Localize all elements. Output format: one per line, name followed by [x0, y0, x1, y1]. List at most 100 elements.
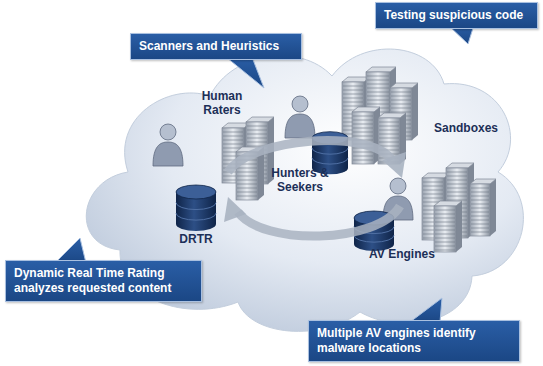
- rack-slot: [237, 196, 257, 197]
- cloud-label: Sandboxes: [426, 121, 506, 135]
- rack-slot: [367, 96, 389, 97]
- rack-slot: [447, 200, 467, 201]
- rack-slot: [353, 160, 373, 161]
- rack-slot: [379, 138, 399, 139]
- rack-slot: [237, 188, 257, 189]
- rack-slot: [471, 196, 489, 197]
- rack-slot: [423, 182, 443, 183]
- rack-front: [352, 112, 374, 164]
- rack-slot: [247, 134, 267, 135]
- rack-slot: [471, 204, 489, 205]
- rack-slot: [435, 250, 455, 251]
- rack-slot: [353, 124, 373, 125]
- db-ring: [354, 235, 394, 242]
- rack-slot: [447, 172, 467, 173]
- rack-slot: [353, 120, 373, 121]
- rack-slot: [435, 230, 455, 231]
- cycle-arrow: [238, 206, 400, 236]
- rack-slot: [237, 192, 257, 193]
- rack-slot: [353, 128, 373, 129]
- callout-box: Testing suspicious code: [375, 2, 538, 29]
- rack-slot: [343, 94, 363, 95]
- server-rack: [434, 201, 462, 252]
- rack-slot: [237, 184, 257, 185]
- db-ring: [176, 213, 216, 220]
- rack-slot: [379, 122, 399, 123]
- rack-slot: [247, 142, 267, 143]
- cycle-arrowheads: [224, 152, 406, 222]
- rack-slot: [343, 98, 363, 99]
- callout-box: Multiple AV engines identify malware loc…: [308, 320, 520, 362]
- db-ring: [312, 148, 348, 154]
- rack-slot: [247, 130, 267, 131]
- rack-slot: [447, 180, 467, 181]
- rack-slot: [391, 100, 411, 101]
- rack-slot: [447, 176, 467, 177]
- rack-slot: [423, 198, 443, 199]
- rack-slot: [471, 200, 489, 201]
- db-ring: [176, 203, 216, 210]
- db-top: [176, 185, 216, 199]
- rack-slot: [435, 210, 455, 211]
- person-head: [390, 178, 406, 194]
- rack-side: [412, 83, 418, 140]
- arrowhead: [382, 152, 406, 178]
- rack-slot: [367, 76, 389, 77]
- rack-slot: [471, 188, 489, 189]
- cloud-label: Human Raters: [194, 89, 250, 117]
- rack-slot: [367, 84, 389, 85]
- rack-slot: [247, 126, 267, 127]
- rack-slot: [237, 168, 257, 169]
- rack-slot: [435, 214, 455, 215]
- rack-slot: [435, 246, 455, 247]
- cloud-label: AV Engines: [362, 247, 442, 261]
- database-cylinder: [176, 185, 216, 231]
- rack-slot: [223, 132, 243, 133]
- rack-slot: [237, 176, 257, 177]
- rack-slot: [379, 142, 399, 143]
- rack-slot: [471, 224, 489, 225]
- person-head: [292, 96, 308, 112]
- rack-slot: [247, 138, 267, 139]
- rack-slot: [447, 196, 467, 197]
- callout-box: Dynamic Real Time Rating analyzes reques…: [5, 260, 202, 302]
- rack-slot: [471, 220, 489, 221]
- rack-slot: [343, 86, 363, 87]
- callout-text: Multiple AV engines identify malware loc…: [317, 326, 511, 356]
- cloud-label: Hunters & Seekers: [265, 166, 335, 194]
- rack-slot: [367, 88, 389, 89]
- callout-text: Testing suspicious code: [384, 8, 529, 23]
- rack-slot: [391, 96, 411, 97]
- rack-slot: [435, 226, 455, 227]
- rack-slot: [423, 194, 443, 195]
- rack-slot: [367, 104, 389, 105]
- rack-side: [456, 201, 462, 252]
- rack-slot: [223, 144, 243, 145]
- rack-slot: [471, 228, 489, 229]
- rack-slot: [379, 126, 399, 127]
- servers-and-people: [153, 67, 496, 252]
- rack-slot: [471, 216, 489, 217]
- rack-slot: [391, 108, 411, 109]
- rack-slot: [435, 218, 455, 219]
- rack-slot: [343, 102, 363, 103]
- rack-slot: [423, 186, 443, 187]
- arrowhead: [224, 197, 246, 222]
- rack-slot: [447, 188, 467, 189]
- rack-slot: [353, 116, 373, 117]
- rack-slot: [353, 156, 373, 157]
- cloud-label: DRTR: [166, 232, 226, 246]
- person-body: [285, 114, 315, 138]
- rack-slot: [379, 134, 399, 135]
- rack-slot: [367, 100, 389, 101]
- rack-slot: [353, 132, 373, 133]
- rack-slot: [423, 190, 443, 191]
- rack-slot: [379, 130, 399, 131]
- rack-side: [490, 179, 496, 236]
- rack-slot: [447, 184, 467, 185]
- rack-slot: [435, 238, 455, 239]
- rack-slot: [353, 152, 373, 153]
- rack-slot: [471, 232, 489, 233]
